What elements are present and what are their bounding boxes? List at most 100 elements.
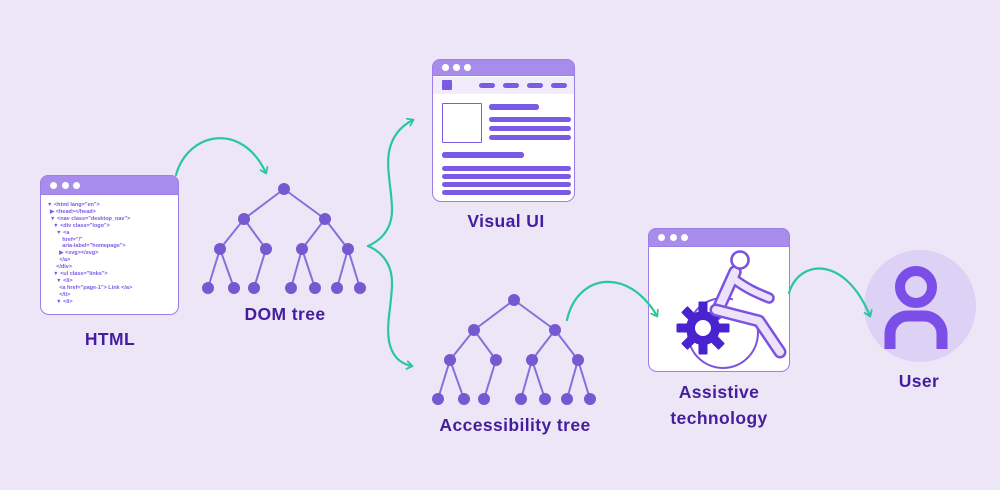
tree-node: [342, 243, 354, 255]
tree-edge: [513, 299, 556, 331]
tree-edge: [531, 359, 546, 400]
tree-edge: [473, 299, 515, 331]
tree-edge: [243, 188, 285, 220]
assistive-label-line1: Assistive: [678, 382, 760, 402]
assistive-technology-label: Assistive technology: [670, 379, 767, 431]
arrow-html-to-dom: [174, 137, 269, 177]
tree-edge: [531, 329, 556, 361]
wheelchair-gear-icon: [676, 250, 787, 369]
tree-edge: [207, 248, 221, 289]
user-label: User: [898, 371, 940, 391]
code-line: ▼ <nav class="desktop_nav">: [47, 215, 131, 222]
dom-tree-label: DOM tree: [244, 304, 326, 324]
tree-node: [354, 282, 366, 294]
html-label: HTML: [84, 329, 136, 349]
tree-node: [508, 294, 520, 306]
tree-node: [296, 243, 308, 255]
text-line-placeholder: [442, 182, 571, 187]
logo-placeholder-icon: [442, 80, 452, 90]
image-placeholder: [442, 103, 482, 143]
tree-node: [309, 282, 321, 294]
text-line-placeholder: [489, 117, 571, 122]
window-dot-icon: [658, 234, 665, 241]
tree-node: [202, 282, 214, 294]
tree-edge: [483, 359, 497, 400]
tree-edge: [336, 248, 349, 289]
window-dot-icon: [61, 181, 69, 189]
code-line: </a>: [47, 257, 71, 264]
tree-node: [549, 324, 561, 336]
visual-ui-titlebar: [432, 59, 575, 76]
dom-tree: [202, 183, 366, 294]
tree-edge: [253, 248, 267, 289]
code-lines: ▼ <html lang="en"> ▶ <head></head> ▼ <na…: [41, 196, 178, 314]
code-line: </div>: [47, 264, 73, 271]
html-window-titlebar: [40, 175, 179, 195]
tree-edge: [566, 359, 579, 400]
text-line-placeholder: [489, 104, 539, 110]
assistive-window-titlebar: [648, 228, 790, 247]
text-line-placeholder: [489, 135, 571, 140]
tree-node: [260, 243, 272, 255]
tree-edge: [449, 329, 475, 361]
window-dot-icon: [73, 181, 80, 189]
tree-node: [319, 213, 331, 225]
tree-node: [248, 282, 260, 294]
code-line: aria-label="homepage">: [47, 243, 126, 250]
window-dot-icon: [442, 64, 449, 71]
tree-node: [278, 183, 290, 195]
person-icon: [884, 266, 948, 349]
code-line: ▶ <svg></svg>: [47, 250, 99, 257]
window-dot-icon: [464, 64, 471, 71]
code-line: ▶ <head></head>: [47, 208, 96, 215]
tree-node: [526, 354, 538, 366]
tree-node: [468, 324, 480, 336]
tree-edge: [243, 218, 267, 250]
tree-node: [515, 393, 527, 405]
tree-node: [478, 393, 490, 405]
window-dot-icon: [453, 64, 460, 71]
tree-node: [238, 213, 250, 225]
visual-ui-window: [432, 59, 575, 202]
nav-links-placeholder: [479, 83, 567, 88]
tree-node: [444, 354, 456, 366]
user-avatar: [864, 250, 976, 362]
tree-edge: [473, 329, 497, 361]
nav-link-placeholder: [551, 83, 567, 88]
tree-edge: [347, 248, 361, 289]
navbar-placeholder: [433, 77, 574, 94]
tree-edge: [290, 248, 303, 289]
tree-edge: [520, 359, 533, 400]
code-line: <a href="page-1"> Link </a>: [47, 284, 133, 291]
tree-node: [285, 282, 297, 294]
tree-node: [228, 282, 240, 294]
window-dot-icon: [669, 234, 677, 241]
tree-edge: [577, 359, 591, 400]
code-line: ▼ <a: [47, 229, 70, 236]
nav-link-placeholder: [527, 83, 543, 88]
tree-node: [432, 393, 444, 405]
code-line: ▼ <div class="logo">: [47, 222, 110, 229]
assistive-technology-window: [648, 228, 790, 372]
visual-ui-label: Visual UI: [467, 211, 545, 231]
assistive-label-line2: technology: [670, 408, 768, 428]
nav-link-placeholder: [479, 83, 495, 88]
tree-edge: [219, 218, 245, 250]
tree-node: [539, 393, 551, 405]
accessibility-tree-label: Accessibility tree: [439, 415, 591, 435]
arrow-assistive-to-user: [787, 267, 873, 318]
accessibility-tree: [432, 294, 596, 405]
text-line-placeholder: [442, 190, 571, 195]
code-line: href="/": [47, 236, 83, 243]
tree-edge: [437, 359, 451, 400]
tree-edge: [301, 248, 316, 289]
code-line: </li>: [47, 291, 71, 298]
code-line: ▼ <ul class="links">: [47, 271, 108, 278]
tree-node: [458, 393, 470, 405]
tree-edge: [219, 248, 235, 289]
code-line: ▼ <html lang="en">: [47, 202, 100, 208]
tree-node: [331, 282, 343, 294]
tree-node: [572, 354, 584, 366]
nav-link-placeholder: [503, 83, 519, 88]
